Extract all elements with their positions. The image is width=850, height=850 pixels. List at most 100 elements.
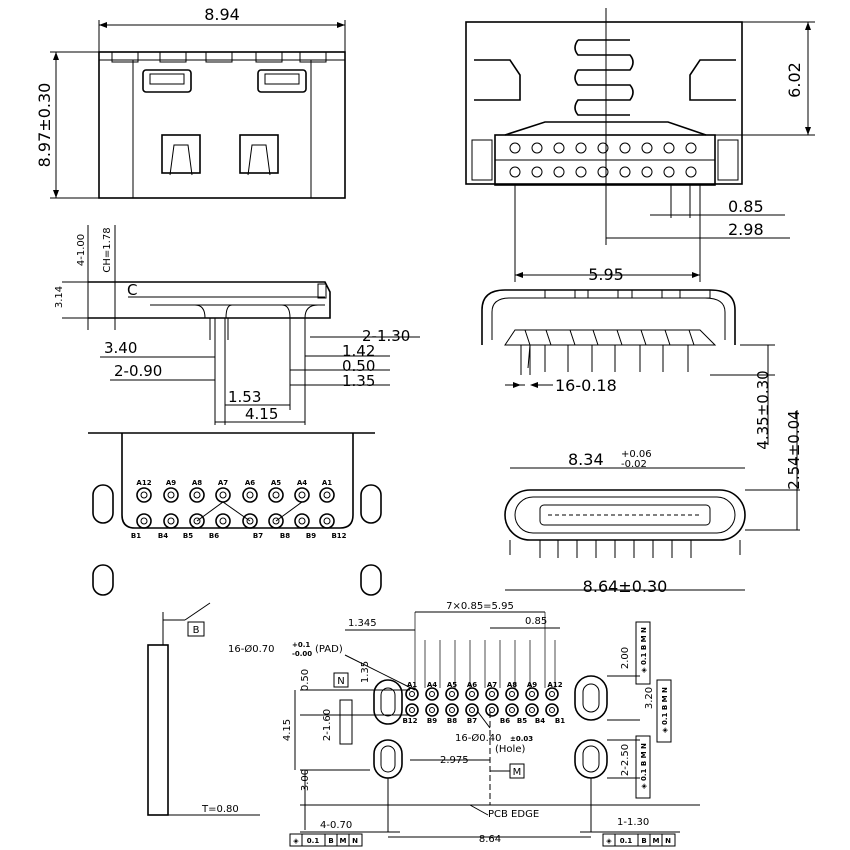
tol-frame-bottom-right: ◈ 0.1 B M N bbox=[602, 833, 676, 847]
fp-label-a1: A1 bbox=[407, 681, 417, 689]
rear-span-label: 2.98 bbox=[728, 220, 764, 239]
tol-frame-right-2: ◈ 0.1 B M N bbox=[656, 679, 672, 743]
fp-pitch: 0.85 bbox=[525, 616, 547, 627]
pin-label-b8: B8 bbox=[280, 532, 290, 540]
fp-left: 1.345 bbox=[348, 618, 377, 629]
side-d4: 1.35 bbox=[342, 372, 375, 390]
fp-r3: 2-2.50 bbox=[620, 744, 631, 776]
fp-datum-n: N bbox=[337, 676, 344, 687]
fp-hole-tol: ±0.03 bbox=[510, 735, 533, 743]
pin-label-a7: A7 bbox=[218, 479, 228, 487]
fp-datum-m: M bbox=[513, 767, 522, 778]
face-width-tol-bot: -0.02 bbox=[621, 459, 647, 470]
pin-label-b12: B12 bbox=[331, 532, 346, 540]
pin-label-a6: A6 bbox=[245, 479, 255, 487]
front-section: 16-0.18 4.35±0.30 2.54±0.04 bbox=[481, 289, 803, 530]
pin-view-bottom-labels: B1 B4 B5 B6 B7 B8 B9 B12 bbox=[131, 532, 347, 540]
tf2-n: N bbox=[665, 837, 671, 845]
pin-view-circles bbox=[136, 487, 335, 529]
side-d7: 1.53 bbox=[228, 388, 261, 406]
fp-label-b12: B12 bbox=[402, 717, 417, 725]
fp-v2: 1.35 bbox=[360, 661, 371, 683]
tf2-val: 0.1 bbox=[620, 837, 633, 845]
pin-label-b5: B5 bbox=[183, 532, 193, 540]
footprint: 7×0.85=5.95 1.345 0.85 16-Ø0.70 +0.1 -0.… bbox=[228, 601, 700, 847]
pin-label-b9: B9 bbox=[306, 532, 316, 540]
face-width-tol-top: +0.06 bbox=[621, 449, 652, 460]
svg-text:◈ 0.1 B M N: ◈ 0.1 B M N bbox=[661, 687, 669, 733]
fp-pcb-edge: PCB EDGE bbox=[488, 809, 539, 820]
tf1-b: B bbox=[328, 837, 333, 845]
fp-v3: 4.15 bbox=[282, 719, 293, 741]
pin-label-b7: B7 bbox=[253, 532, 263, 540]
pcb-side: B T=0.80 bbox=[147, 602, 260, 816]
side-view: 4-1.00 CH=1.78 3.14 C 3.40 2-0.90 1.53 4… bbox=[54, 225, 420, 425]
pin-label-a9: A9 bbox=[166, 479, 176, 487]
fp-hole: 16-Ø0.40 bbox=[455, 732, 501, 744]
fp-pad: 16-Ø0.70 bbox=[228, 643, 274, 655]
rear-view: 6.02 0.85 2.98 5.95 bbox=[465, 8, 815, 284]
fp-label-a4: A4 bbox=[427, 681, 437, 689]
fp-label-a7: A7 bbox=[487, 681, 497, 689]
fp-pad-label: 16-Ø0.70 +0.1 -0.00 (PAD) bbox=[228, 641, 343, 658]
pin-label-a12: A12 bbox=[136, 479, 151, 487]
pin-label-a8: A8 bbox=[192, 479, 202, 487]
rear-pin-row bbox=[495, 142, 715, 178]
pin-label-b6: B6 bbox=[209, 532, 219, 540]
tf1-m: M bbox=[340, 837, 347, 845]
side-d5: 3.40 bbox=[104, 339, 137, 357]
fp-b3: 1-1.30 bbox=[617, 817, 649, 828]
front-pins bbox=[520, 329, 695, 375]
face-width-label: 8.34 bbox=[568, 450, 604, 469]
fp-hole-label: 16-Ø0.40 ±0.03 (Hole) bbox=[455, 732, 533, 755]
fp-label-a12: A12 bbox=[547, 681, 562, 689]
face-pins bbox=[509, 540, 741, 558]
top-width-label: 8.94 bbox=[204, 5, 240, 24]
front-height-label: 4.35±0.30 bbox=[754, 370, 772, 449]
mating-face: 8.34 +0.06 -0.02 8.64±0.30 bbox=[504, 449, 800, 596]
fp-label-b4: B4 bbox=[535, 717, 545, 725]
fp-r1: 2.00 bbox=[620, 647, 631, 669]
face-width2-label: 8.64±0.30 bbox=[583, 577, 668, 596]
fp-hole-suffix: (Hole) bbox=[495, 744, 525, 755]
tol-frame-right-1: ◈ 0.1 B M N bbox=[635, 621, 651, 685]
tf2-b: B bbox=[641, 837, 646, 845]
side-d3: 0.50 bbox=[342, 357, 375, 375]
fp-label-b7: B7 bbox=[467, 717, 477, 725]
fp-label-a6: A6 bbox=[467, 681, 477, 689]
tf1-val: 0.1 bbox=[307, 837, 320, 845]
fp-pitch-lines bbox=[414, 612, 556, 688]
fp-top-labels: A1 A4 A5 A6 A7 A8 A9 A12 bbox=[407, 681, 563, 689]
fp-pads bbox=[405, 687, 559, 717]
fp-label-a9: A9 bbox=[527, 681, 537, 689]
pin-view: A12 A9 A8 A7 A6 A5 A4 A1 bbox=[88, 432, 382, 596]
fp-label-b8: B8 bbox=[447, 717, 457, 725]
pin-label-a1: A1 bbox=[322, 479, 332, 487]
side-d8: 4.15 bbox=[245, 405, 278, 423]
fp-v4: 2-1.60 bbox=[322, 709, 333, 741]
pin-label-b1: B1 bbox=[131, 532, 141, 540]
svg-text:◈ 0.1 B M N: ◈ 0.1 B M N bbox=[640, 743, 648, 789]
fp-pad-suffix: (PAD) bbox=[315, 644, 343, 655]
tf2-m: M bbox=[653, 837, 660, 845]
side-d1: 2-1.30 bbox=[362, 327, 410, 345]
rear-row-width-label: 5.95 bbox=[588, 265, 624, 284]
side-d6: 2-0.90 bbox=[114, 362, 162, 380]
pin-label-a4: A4 bbox=[297, 479, 307, 487]
tol-frame-bottom-left: ◈ 0.1 B M N bbox=[289, 833, 363, 847]
fp-b1: 4-0.70 bbox=[320, 820, 352, 831]
tf2-sym: ◈ bbox=[606, 837, 612, 845]
side-left-a: 4-1.00 bbox=[76, 234, 87, 266]
fp-label-b9: B9 bbox=[427, 717, 437, 725]
fp-o1: 2.975 bbox=[440, 755, 469, 766]
rear-height-label: 6.02 bbox=[785, 62, 804, 98]
pcb-thickness: T=0.80 bbox=[201, 804, 239, 815]
top-view: 8.94 8.97±0.30 bbox=[35, 5, 346, 199]
front-h2-label: 2.54±0.04 bbox=[785, 410, 803, 489]
fp-r2: 3.20 bbox=[644, 687, 655, 709]
svg-text:◈ 0.1 B M N: ◈ 0.1 B M N bbox=[640, 627, 648, 673]
side-d2: 1.42 bbox=[342, 342, 375, 360]
front-pins-label: 16-0.18 bbox=[555, 376, 617, 395]
side-height: 3.14 bbox=[54, 286, 65, 308]
